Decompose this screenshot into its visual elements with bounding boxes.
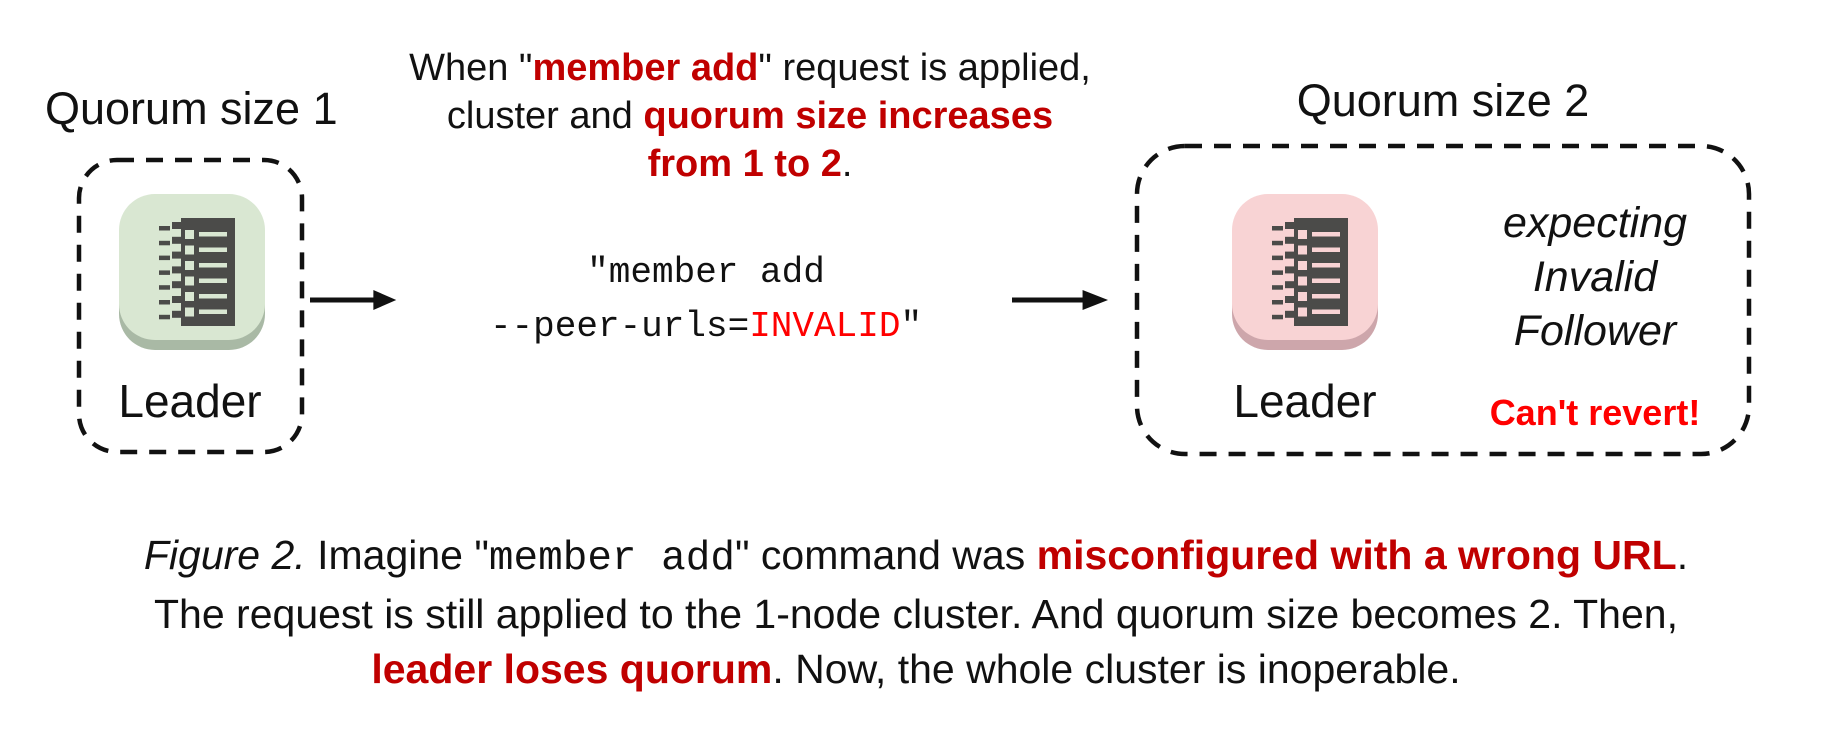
caption-leader-loses-quorum-highlight: leader loses quorum: [371, 646, 773, 692]
heading-line-3: from 1 to 2.: [390, 140, 1110, 188]
left-cluster-title: Quorum size 1: [45, 83, 338, 134]
command-invalid-highlight: INVALID: [749, 306, 901, 347]
transition-heading: When "member add" request is applied, cl…: [390, 44, 1110, 188]
left-cluster-boundary: [76, 157, 305, 455]
expecting-invalid-follower-note: expecting Invalid Follower: [1440, 196, 1750, 358]
command-line2-suffix: ": [900, 306, 923, 347]
arrow-left-to-command-icon: [310, 290, 397, 310]
expecting-line-2: Invalid: [1532, 253, 1658, 301]
caption-member-add-command: member add: [488, 536, 735, 582]
member-add-command: "member add --peer-urls=INVALID": [426, 246, 986, 354]
caption-line-3: leader loses quorum. Now, the whole clus…: [0, 642, 1832, 697]
figure-caption: Figure 2. Imagine "member add" command w…: [0, 528, 1832, 697]
leader-label-left: Leader: [118, 375, 262, 427]
command-line1-text: "member add: [587, 252, 825, 293]
leader-node-icon-green: [119, 194, 265, 350]
caption-line3-seg1: . Now, the whole cluster is inoperable.: [772, 646, 1461, 692]
command-line2-prefix: --peer-urls=: [489, 306, 750, 347]
caption-line1-seg5: .: [1676, 532, 1689, 578]
command-line-2: --peer-urls=INVALID": [426, 300, 986, 354]
caption-line-2: The request is still applied to the 1-no…: [0, 587, 1832, 642]
heading-line2-prefix: cluster and: [446, 95, 644, 137]
caption-line-1: Figure 2. Imagine "member add" command w…: [0, 528, 1832, 587]
caption-figure-number: Figure 2.: [143, 532, 306, 578]
heading-line1-prefix: When ": [409, 47, 533, 89]
right-cluster-boundary: [1134, 143, 1752, 457]
leader-node-icon-pink: [1232, 194, 1378, 350]
heading-line3-suffix: .: [841, 143, 853, 185]
right-cluster-title: Quorum size 2: [1296, 75, 1590, 126]
heading-line1-suffix: " request is applied,: [758, 47, 1091, 89]
caption-misconfigured-highlight: misconfigured with a wrong URL: [1036, 532, 1677, 578]
leader-label-right: Leader: [1233, 375, 1377, 427]
heading-line-2: cluster and quorum size increases: [390, 92, 1110, 140]
caption-line2-text: The request is still applied to the 1-no…: [154, 591, 1678, 637]
caption-line1-seg1: Imagine ": [305, 532, 489, 578]
cant-revert-warning: Can't revert!: [1489, 392, 1701, 433]
heading-line-1: When "member add" request is applied,: [390, 44, 1110, 92]
expecting-line-3: Follower: [1513, 307, 1677, 355]
arrow-command-to-right-icon: [1012, 290, 1109, 310]
command-line-1: "member add: [426, 246, 986, 300]
heading-member-add-highlight: member add: [532, 47, 759, 89]
expecting-line-1: expecting: [1502, 199, 1688, 247]
heading-quorum-increase-highlight: quorum size increases: [643, 95, 1054, 137]
heading-from-1-to-2-highlight: from 1 to 2: [647, 143, 842, 185]
caption-line1-seg3: " command was: [734, 532, 1037, 578]
